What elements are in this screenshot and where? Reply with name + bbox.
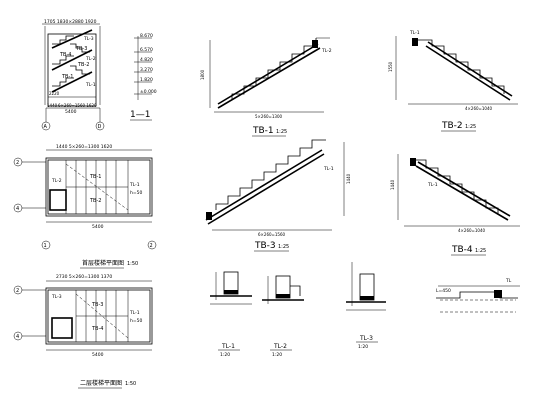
plan1-axis-4: 4 bbox=[16, 206, 19, 212]
plan2-axis-4: 4 bbox=[16, 334, 19, 340]
tb4-beam bbox=[410, 158, 416, 166]
section-bottom-dim-c: 6×260=1560 1620 bbox=[58, 103, 97, 108]
tl1-title: TL-1 bbox=[221, 343, 235, 350]
detail-note: TL bbox=[505, 278, 512, 284]
label-tl1: TL-1 bbox=[85, 82, 96, 88]
plan2-axis-2: 2 bbox=[16, 288, 19, 294]
elevation-3270: 3.270 bbox=[140, 67, 153, 73]
plan2-label-tl1: TL-1 bbox=[129, 310, 140, 316]
plan2-label-tb3: TB-3 bbox=[91, 302, 103, 308]
tb3-width: 6×260=1560 bbox=[258, 232, 286, 237]
plan1-label-tb2: TB-2 bbox=[89, 198, 101, 204]
tb1-height: 1800 bbox=[200, 69, 205, 80]
tl3-title: TL-3 bbox=[359, 335, 373, 342]
tb3-height: 1440 bbox=[346, 173, 351, 184]
axis-d-label: D bbox=[98, 124, 102, 130]
section-1-1-top-dims: 1705 1830×2880 1920 bbox=[44, 19, 97, 25]
plan2-title: 二层楼梯平面图 bbox=[80, 379, 122, 387]
section-1-1: 1705 1830×2880 1920 TB-3 TB-4 TB-1 TB-2 … bbox=[41, 19, 105, 131]
detail-l450: L=450 bbox=[436, 288, 451, 294]
label-tb3: TB-3 bbox=[75, 46, 87, 52]
tb-2-section: TL-1 4×260=1040 1550 TB-2 1:25 bbox=[388, 30, 518, 132]
tb3-beam-label: TL-1 bbox=[323, 166, 334, 172]
plan1-label-tl2: TL-2 bbox=[51, 178, 62, 184]
tb-3-section: TL-1 6×260=1560 1440 TB-3 1:25 bbox=[205, 139, 351, 252]
tb2-title: TB-2 bbox=[441, 121, 463, 131]
tb2-width: 4×260=1040 bbox=[465, 106, 493, 111]
tb4-scale: 1:25 bbox=[475, 248, 486, 254]
tb4-beam-label: TL-1 bbox=[427, 182, 438, 188]
elevation-0000: ±0.000 bbox=[140, 89, 157, 95]
plan1-axis-bottom-2-bubble bbox=[147, 240, 157, 250]
label-tl2: TL-2 bbox=[85, 56, 96, 62]
tb3-scale: 1:25 bbox=[278, 244, 289, 250]
tl2-scale: 1:20 bbox=[272, 352, 282, 358]
tb-1-section: TL-2 5×260=1300 1800 TB-1 1:25 bbox=[200, 37, 332, 137]
elevation-column: 8.670 6.570 4.820 3.270 1.820 ±0.000 1—1 bbox=[130, 33, 157, 121]
plan2-scale: 1:50 bbox=[125, 381, 136, 387]
tb-4-section: TL-1 4×260=1040 1440 TB-4 1:25 bbox=[390, 154, 520, 256]
plan1-treads bbox=[75, 160, 117, 214]
plan1-axis-2: 2 bbox=[16, 160, 19, 166]
axis-a-label: A bbox=[44, 124, 48, 130]
plan1-title: 首层楼梯平面图 bbox=[82, 259, 124, 267]
plan2-label-h50: h=50 bbox=[130, 318, 142, 324]
plan-first-floor: 1440 5×260=1300 1620 TB-1 TB-2 TL-1 TL-2… bbox=[13, 144, 157, 269]
elevation-1820: 1.820 bbox=[140, 77, 153, 83]
tl-1-detail: TL-1 1:20 bbox=[210, 271, 252, 358]
tl-3-detail: TL-3 1:20 bbox=[346, 262, 386, 350]
section-bottom-dim-a: 2220 bbox=[49, 91, 60, 96]
label-tb2: TB-2 bbox=[77, 62, 89, 68]
plan1-label-tl1: TL-1 bbox=[129, 182, 140, 188]
tl1-scale: 1:20 bbox=[220, 352, 230, 358]
label-tl3: TL-3 bbox=[83, 36, 94, 42]
tb4-title: TB-4 bbox=[451, 245, 473, 255]
tb2-beam-label: TL-1 bbox=[409, 30, 420, 36]
tb4-width: 4×260=1040 bbox=[458, 228, 486, 233]
plan1-axis-bottom-2: 2 bbox=[150, 243, 153, 249]
section-bottom-dim-d: 5400 bbox=[65, 109, 77, 115]
tb1-title: TB-1 bbox=[252, 126, 274, 136]
plan1-width: 5400 bbox=[92, 224, 104, 230]
plan1-top-dims: 1440 5×260=1300 1620 bbox=[56, 144, 112, 150]
plan2-treads bbox=[85, 290, 117, 342]
label-tb4: TB-4 bbox=[59, 52, 71, 58]
tb3-beam bbox=[206, 212, 212, 220]
elevation-8670: 8.670 bbox=[140, 33, 153, 39]
tb1-beam bbox=[312, 40, 318, 48]
plan1-axis-bottom-1-bubble bbox=[41, 240, 51, 250]
tl-2-detail: TL-2 1:20 bbox=[262, 275, 304, 358]
tb2-scale: 1:25 bbox=[465, 124, 476, 130]
elevation-6570: 6.570 bbox=[140, 47, 153, 53]
tl2-title: TL-2 bbox=[273, 343, 287, 350]
tb1-beam-label: TL-2 bbox=[321, 48, 332, 54]
section-bottom-dim-b: 1440 bbox=[47, 103, 58, 108]
plan2-top-dims: 2730 5×260=1300 1370 bbox=[56, 274, 112, 280]
tb4-height: 1440 bbox=[390, 179, 395, 190]
plan2-label-tb4: TB-4 bbox=[91, 326, 103, 332]
tl3-scale: 1:20 bbox=[358, 344, 368, 350]
tb1-scale: 1:25 bbox=[276, 129, 287, 135]
plan2-label-tl3: TL-3 bbox=[51, 294, 62, 300]
tb3-title: TB-3 bbox=[254, 241, 276, 251]
tb2-beam bbox=[412, 38, 418, 46]
elevation-4820: 4.820 bbox=[140, 57, 153, 63]
tb2-height: 1550 bbox=[388, 61, 393, 72]
plan1-axis-bottom-1: 1 bbox=[44, 243, 47, 249]
section-1-1-title: 1—1 bbox=[130, 110, 150, 120]
tb1-width: 5×260=1300 bbox=[255, 114, 283, 119]
landing-detail: L=450 TL bbox=[436, 278, 520, 313]
plan-second-floor: 2730 5×260=1300 1370 TB-3 TB-4 TL-3 TL-1… bbox=[13, 274, 153, 389]
plan1-label-h50: h=50 bbox=[130, 190, 142, 196]
label-tb1: TB-1 bbox=[61, 74, 73, 80]
plan1-scale: 1:50 bbox=[127, 261, 138, 267]
plan2-width: 5400 bbox=[92, 352, 104, 358]
plan1-label-tb1: TB-1 bbox=[89, 174, 101, 180]
